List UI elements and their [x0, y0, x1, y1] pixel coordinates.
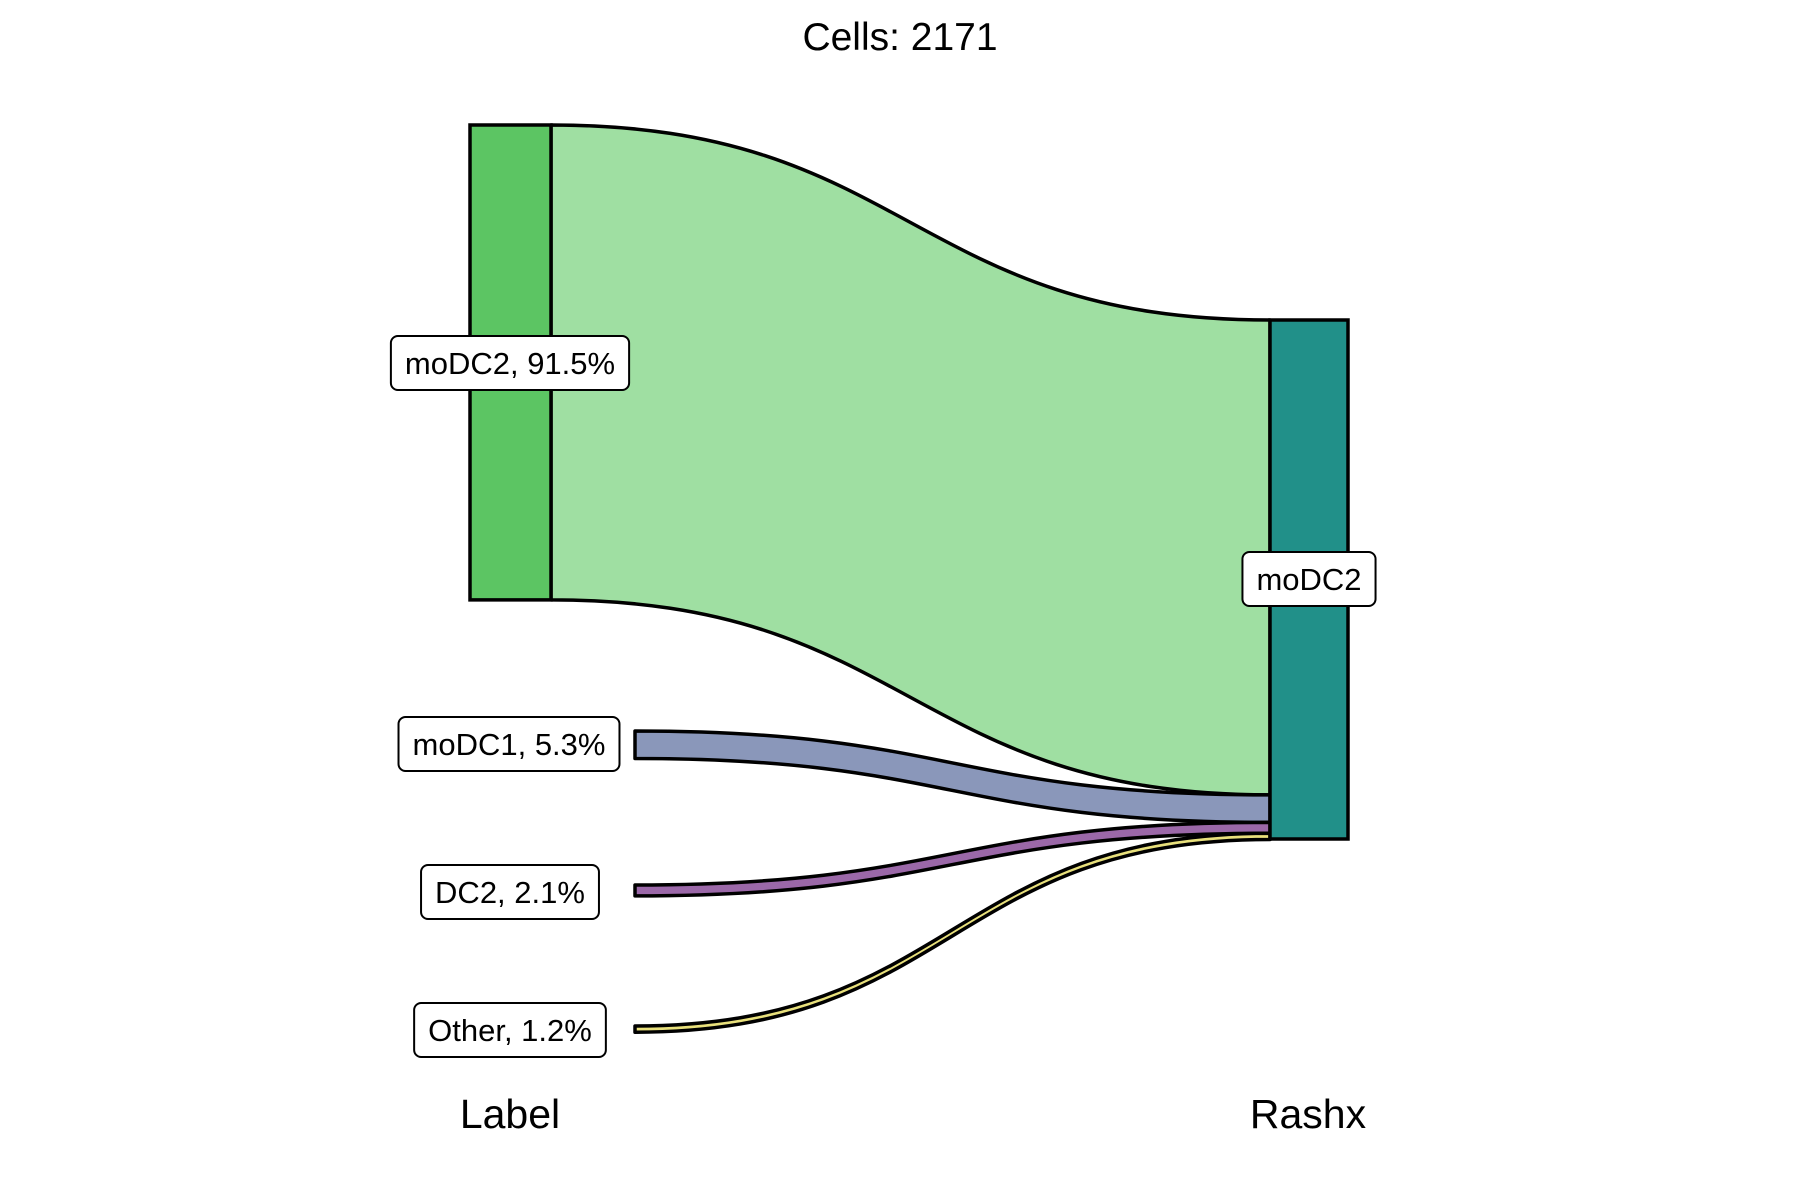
node-label-modc1-left: moDC1, 5.3% — [397, 716, 621, 772]
node-label-modc1-left-text: moDC1, 5.3% — [413, 727, 606, 762]
node-label-modc2-left-text: moDC2, 91.5% — [405, 346, 615, 381]
node-label-modc2-right-text: moDC2 — [1256, 562, 1361, 597]
flow-dc2-to-modc2 — [633, 820, 1272, 898]
flow-modc2-to-modc2 — [549, 123, 1272, 797]
axis-label-right: Rashx — [1250, 1091, 1367, 1137]
node-label-other-left-box — [413, 1002, 607, 1058]
flows-layer — [549, 123, 1272, 1034]
node-label-modc2-left: moDC2, 91.5% — [389, 335, 631, 391]
node-label-other-left-text: Other, 1.2% — [428, 1013, 592, 1048]
node-label-other-left: Other, 1.2% — [413, 1002, 607, 1058]
node-label-dc2-left-box — [420, 864, 600, 920]
node-label-dc2-left: DC2, 2.1% — [420, 864, 600, 920]
node-label-modc1-left-box — [397, 716, 621, 772]
node-label-modc2-right: moDC2 — [1241, 551, 1377, 607]
node-label-modc2-left-box — [389, 335, 631, 391]
labels-layer: moDC2, 91.5% moDC1, 5.3% DC2, 2.1% Other, 1… — [389, 335, 1377, 1058]
node-label-dc2-left-text: DC2, 2.1% — [435, 875, 585, 910]
node-label-modc2-right-box — [1241, 551, 1377, 607]
chart-title: Cells: 2171 — [802, 16, 997, 59]
axis-label-left: Label — [460, 1091, 560, 1137]
